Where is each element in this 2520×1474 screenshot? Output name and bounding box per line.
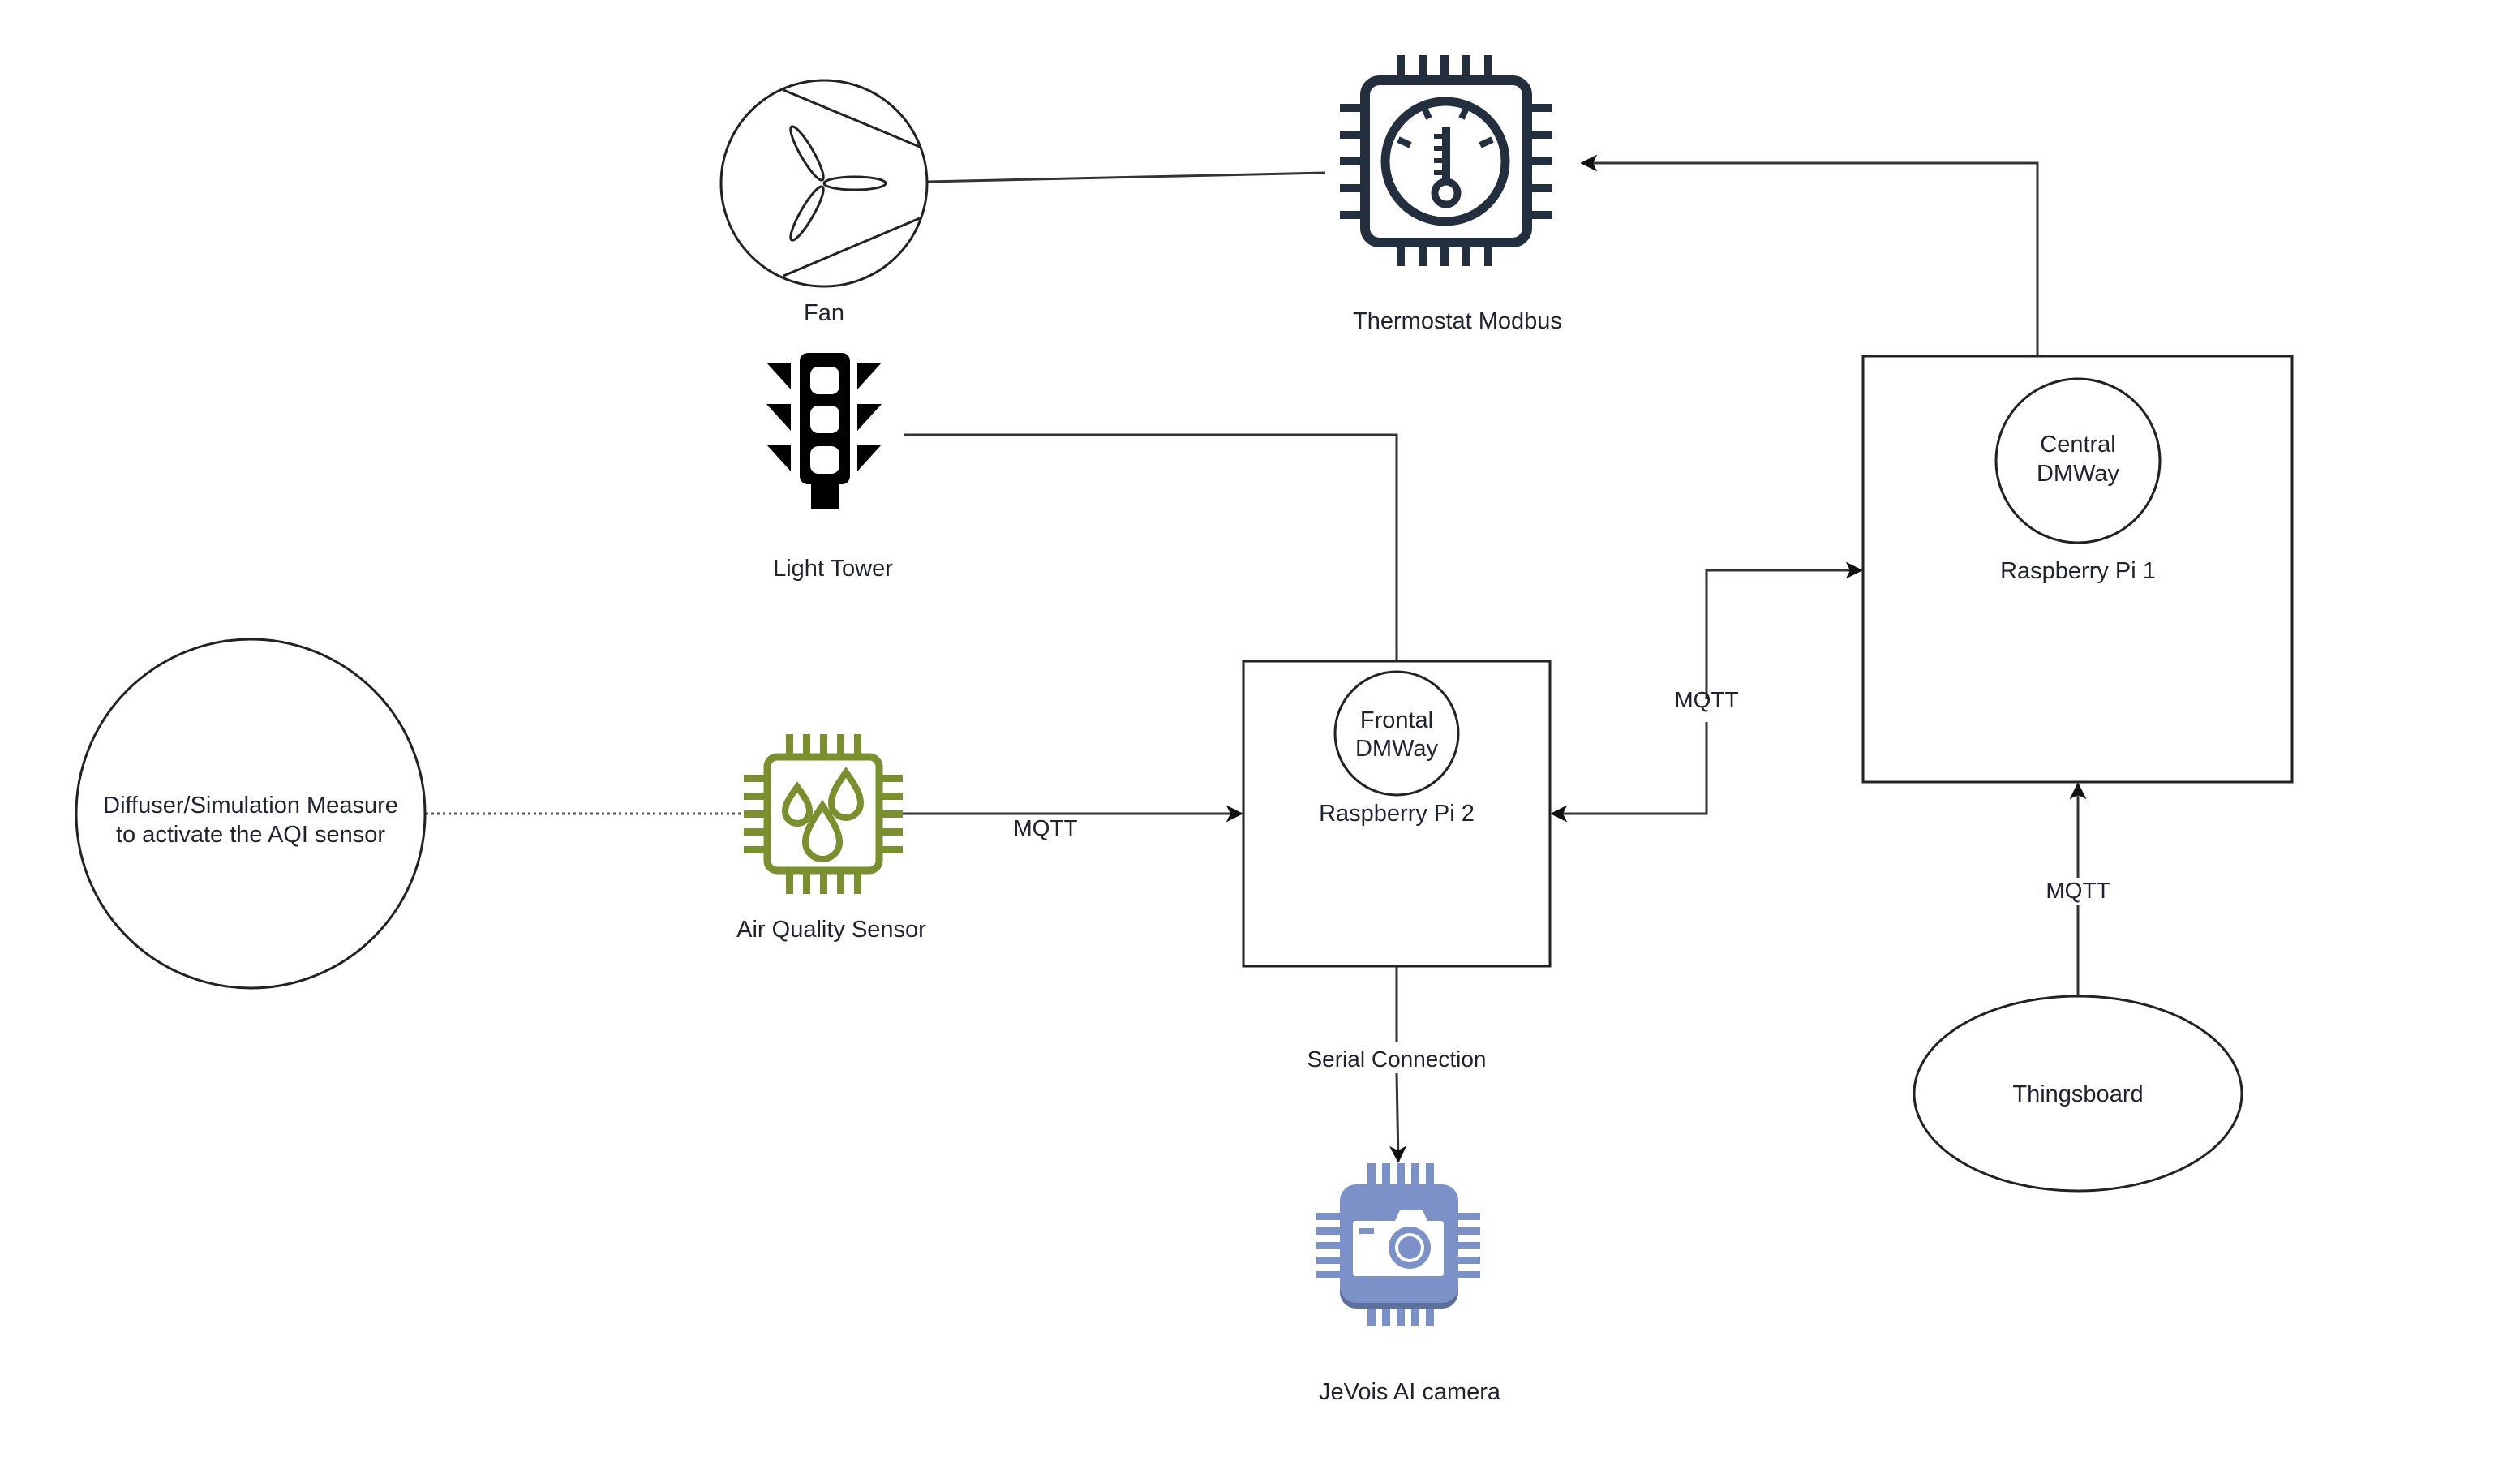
- frontal-dmway-node[interactable]: Frontal DMWay: [1333, 670, 1460, 797]
- thermostat-label: Thermostat Modbus: [1353, 308, 1562, 334]
- diffuser-node[interactable]: Diffuser/Simulation Measure to activate …: [75, 638, 427, 990]
- edge-thingsboard-pi1: MQTT: [2046, 782, 2110, 996]
- frontal-dmway-label-line-1: Frontal: [1360, 707, 1433, 733]
- edge-fan-thermostat: [926, 171, 1326, 183]
- edge-label-mqtt-sensor: MQTT: [1013, 815, 1077, 840]
- edge-label-mqtt-thingsboard: MQTT: [2046, 878, 2110, 903]
- light-tower-node[interactable]: Light Tower: [766, 353, 893, 582]
- light-tower-label: Light Tower: [773, 556, 893, 582]
- thingsboard-label: Thingsboard: [2012, 1081, 2143, 1107]
- diffuser-label-line-2: to activate the AQI sensor: [116, 822, 385, 848]
- thermostat-node[interactable]: Thermostat Modbus: [1340, 55, 1562, 334]
- raspberry-pi-1-node[interactable]: Central DMWay Raspberry Pi 1: [1861, 355, 2294, 784]
- air-quality-sensor-label: Air Quality Sensor: [736, 917, 926, 943]
- water-drops-chip-icon: [744, 734, 903, 894]
- edge-label-serial: Serial Connection: [1307, 1046, 1486, 1072]
- fan-icon: [719, 79, 929, 288]
- camera-label: JeVois AI camera: [1319, 1379, 1501, 1405]
- fan-label: Fan: [804, 300, 844, 326]
- edge-pi1-pi2: MQTT: [1550, 561, 1863, 823]
- camera-chip-icon: [1316, 1163, 1480, 1326]
- edge-pi2-camera: Serial Connection: [1307, 966, 1487, 1163]
- central-dmway-node[interactable]: Central DMWay: [1994, 377, 2162, 544]
- fan-node[interactable]: Fan: [719, 79, 929, 326]
- thingsboard-node[interactable]: Thingsboard: [1913, 995, 2243, 1193]
- raspberry-pi-2-label: Raspberry Pi 2: [1319, 801, 1475, 827]
- camera-node[interactable]: JeVois AI camera: [1316, 1163, 1501, 1405]
- frontal-dmway-label-line-2: DMWay: [1355, 736, 1439, 762]
- edge-pi1-thermostat: [1580, 154, 2039, 356]
- edge-lighttower-pi2: [904, 433, 1398, 661]
- edge-label-mqtt-pi: MQTT: [1674, 687, 1738, 712]
- central-dmway-label-line-1: Central: [2040, 432, 2116, 458]
- raspberry-pi-1-label: Raspberry Pi 1: [2000, 558, 2156, 584]
- raspberry-pi-2-node[interactable]: Frontal DMWay Raspberry Pi 2: [1242, 660, 1552, 968]
- air-quality-sensor-node[interactable]: Air Quality Sensor: [736, 734, 926, 943]
- central-dmway-label-line-2: DMWay: [2037, 461, 2120, 487]
- edge-sensor-pi2: MQTT: [903, 805, 1243, 840]
- traffic-light-icon: [766, 353, 882, 509]
- diffuser-label-line-1: Diffuser/Simulation Measure: [103, 793, 398, 819]
- thermostat-chip-icon: [1340, 55, 1552, 266]
